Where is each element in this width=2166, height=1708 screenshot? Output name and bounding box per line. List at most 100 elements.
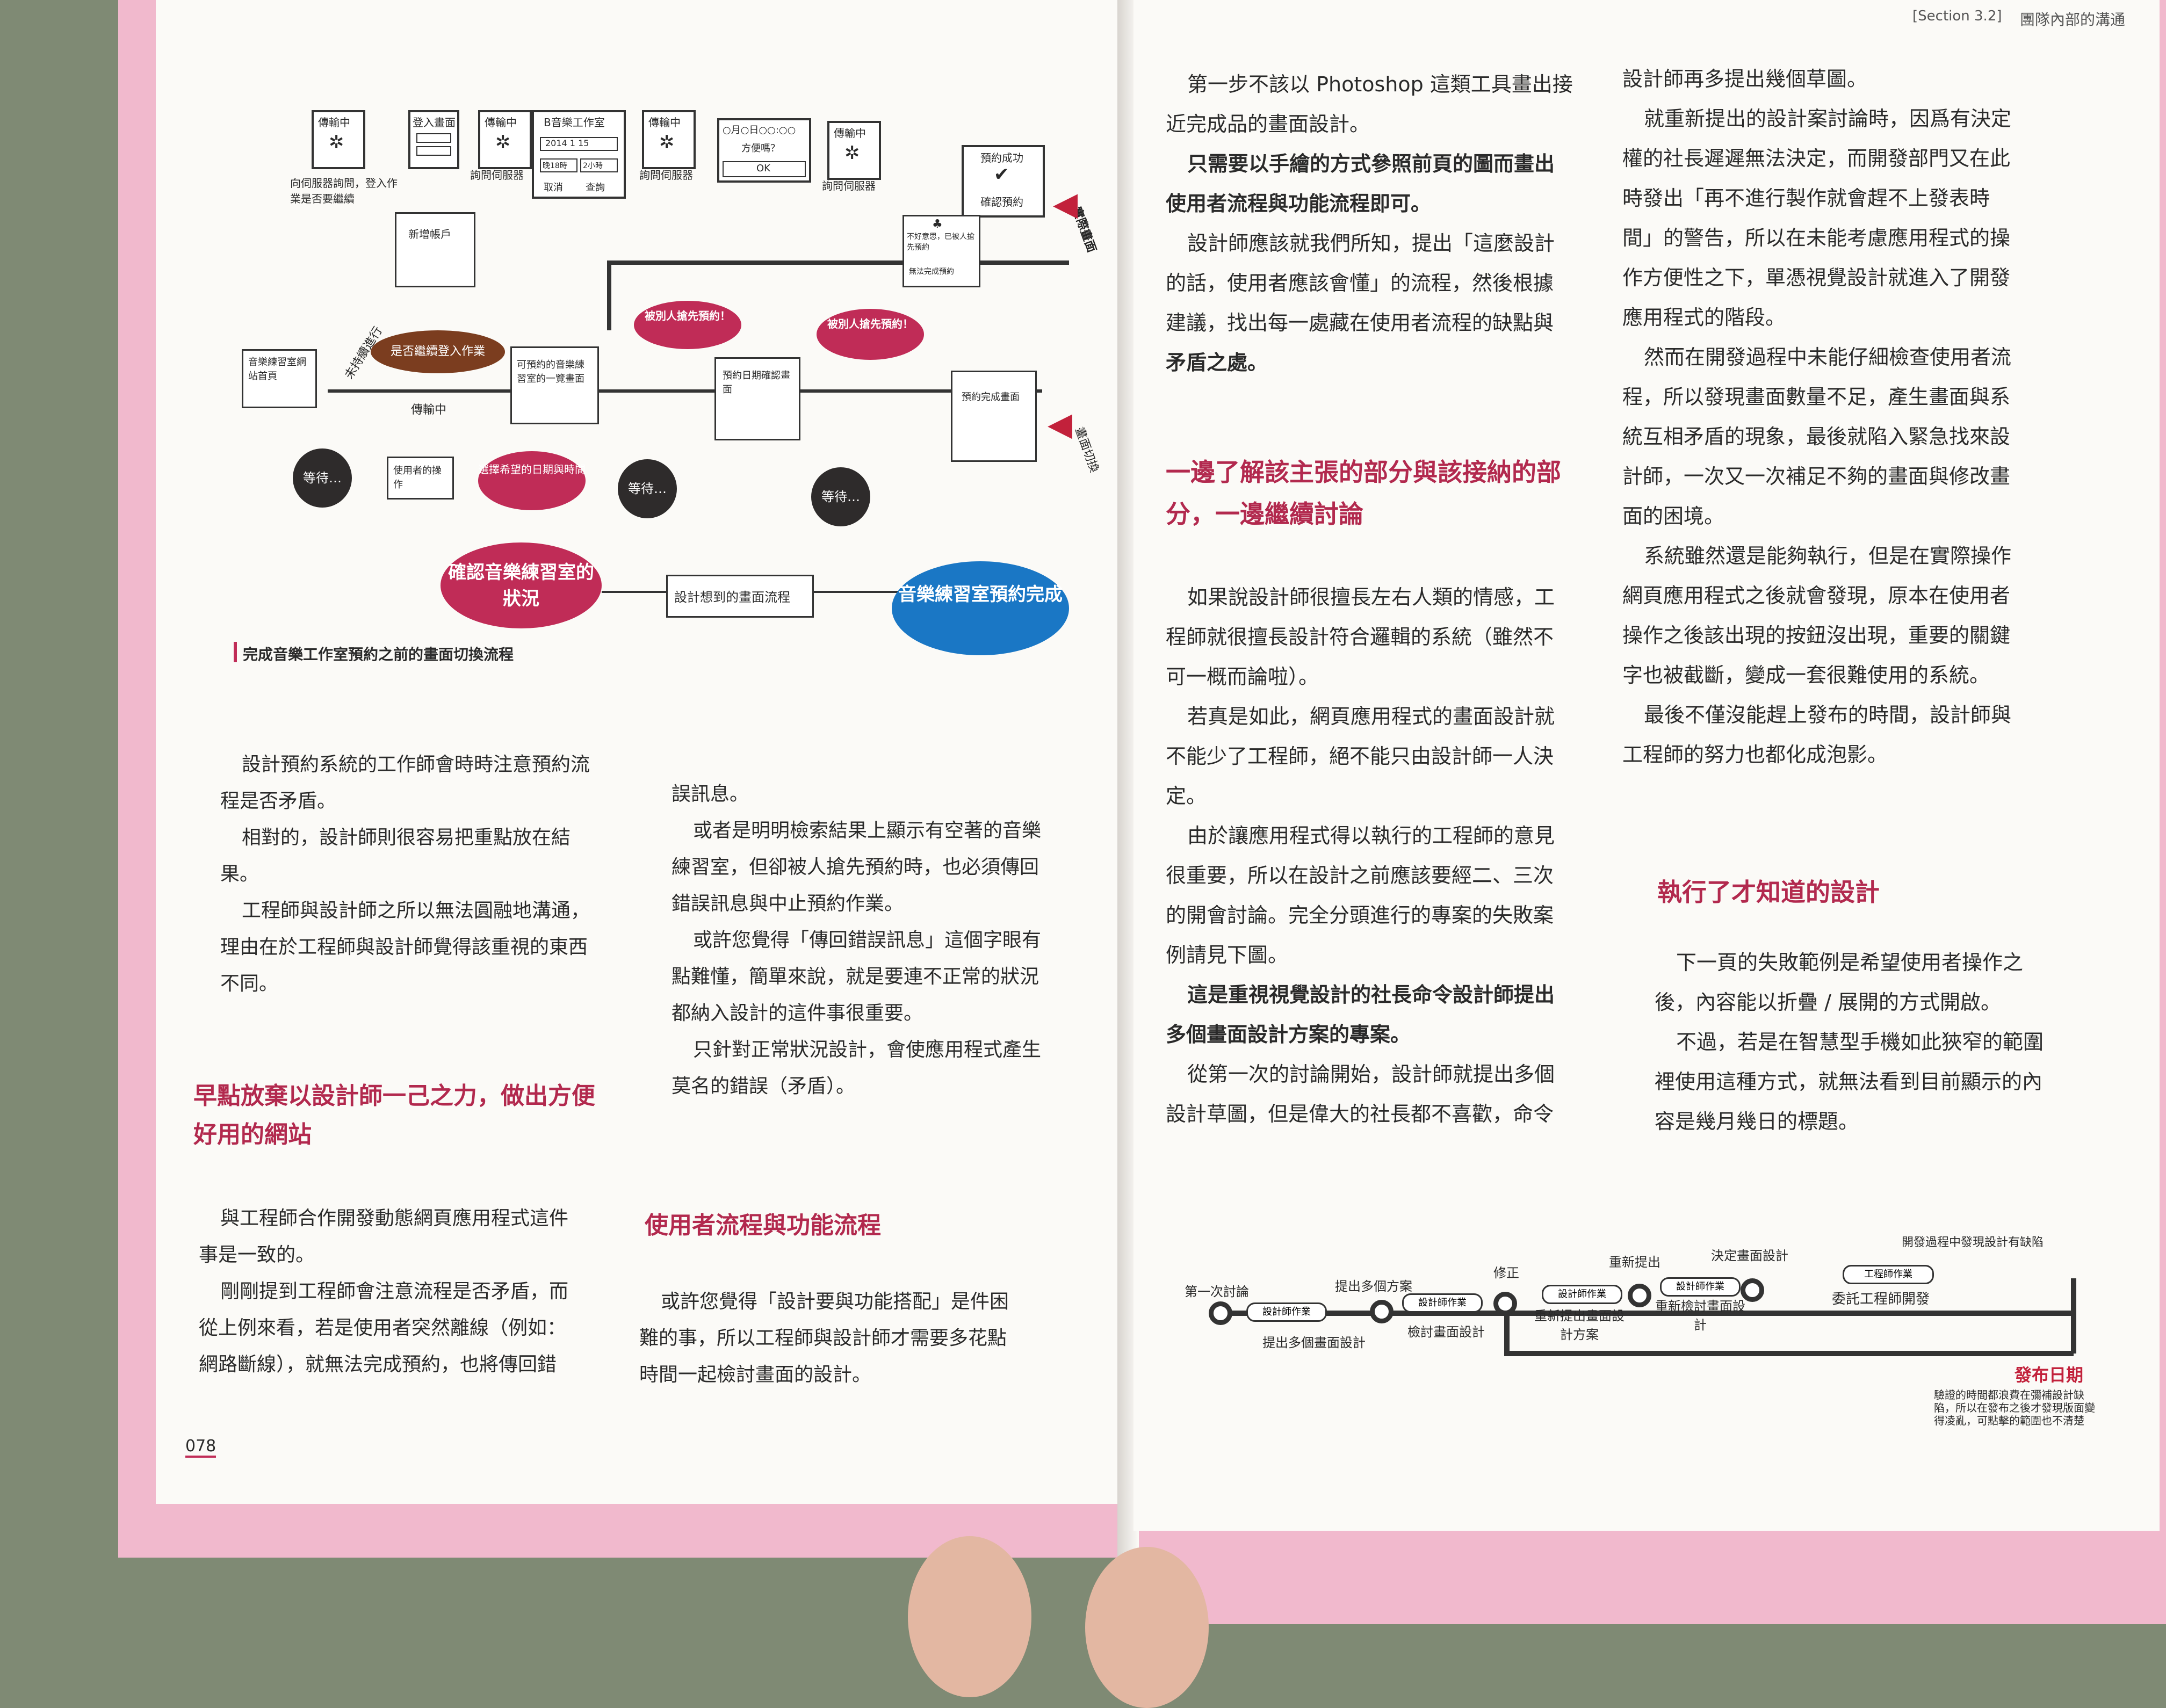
line: 從第一次的討論開始，設計師就提出多個 [1187,1062,1555,1086]
milestone-5 [1741,1278,1764,1302]
thumb [1085,1547,1209,1708]
timeline-return [2071,1278,2076,1354]
col2: 誤訊息。 或者是明明檢索結果上顯示有空著的音樂 練習室，但卻被人搶先預約時，也必… [672,776,1112,1105]
label: 傳輸中 [318,116,350,129]
label: 新增帳戶 [408,228,451,241]
tl-label: 重新提出 [1609,1255,1660,1270]
line: 早點放棄以設計師一己之力，做出方便 [193,1082,595,1110]
label: 傳輸中 [485,116,517,129]
line: 果。 [220,863,259,885]
line: 近完成品的畫面設計。 [1166,112,1370,136]
line: 從上例來看，若是使用者突然離線（例如： [199,1317,567,1339]
right-page: [Section 3.2] 團隊內部的溝通 第一步不該以 Photoshop 這… [1133,0,2160,1531]
ok-label: OK [756,163,770,174]
line: 建議，找出每一處藏在使用者流程的缺點與 [1166,311,1554,335]
booking-complete-bubble: 音樂練習室預約完成 [892,561,1069,655]
new-account-node [395,212,475,287]
line: 剛剛提到工程師會注意流程是否矛盾，而 [220,1280,569,1302]
line: 面的困境。 [1622,504,1725,528]
ok-button [723,161,806,177]
designer-work-chip: 設計師作業 [1542,1285,1622,1304]
screen-transmitting-3 [642,110,696,169]
line: 可一概而論啦）。 [1166,665,1319,689]
col4: 設計師再多提出幾個草圖。 就重新提出的設計案討論時，因爲有決定 權的社長遲遲無法… [1622,59,2117,775]
gear-icon: ✲ [329,132,344,153]
sorry-dialog [902,215,980,287]
line: 或許您覺得「設計要與功能搭配」是件困 [661,1291,1009,1313]
label: 登入畫面 [413,116,456,129]
designer-work-chip: 設計師作業 [1402,1293,1483,1313]
line: 很重要，所以在設計之前應該要經二、三次 [1166,864,1554,887]
label: 傳輸中 [648,116,681,129]
line: 不過，若是在智慧型手機如此狹窄的範圍 [1676,1030,2044,1054]
note: 詢問伺服器 [470,169,524,182]
label: 不好意思，已被人搶先預約 [907,233,974,252]
line: 矛盾之處。 [1166,351,1268,374]
wait-node-2: 等待… [618,459,677,518]
line: 只針對正常狀況設計，會使應用程式產生 [693,1039,1042,1061]
line: 錯誤訊息與中止預約作業。 [672,893,904,915]
taken-bubble-1: 被別人搶先預約！ [634,301,741,349]
label: 預約成功 [980,151,1023,164]
connector [607,260,1069,265]
dialog-question: 方便嗎？ [741,143,780,154]
line: 間」的警告，所以在未能考慮應用程式的操 [1622,226,2011,250]
line: 作方便性之下，單憑視覺設計就進入了開發 [1622,266,2011,290]
designer-flow-node [666,575,814,618]
line: 設計師再多提出幾個草圖。 [1622,67,1868,91]
caption-bar [234,642,237,662]
label: 可預約的音樂練習室的一覽畫面 [517,359,584,385]
arrow-icon: ◀ [1048,406,1073,443]
line: 下一頁的失敗範例是希望使用者操作之 [1676,951,2024,974]
line: 程，所以發現畫面數量不足，產生畫面與系 [1622,385,2011,409]
heading1: 早點放棄以設計師一己之力，做出方便 好用的網站 [193,1077,595,1154]
timeline-up [1504,1316,1510,1356]
line: 容是幾月幾日的標題。 [1655,1110,1859,1133]
label: 預約完成畫面 [962,392,1020,403]
connector [328,389,1042,393]
duration-select [580,158,618,172]
line: 好用的網站 [193,1121,312,1148]
line: 統互相矛盾的現象，最後就陷入緊急找來設 [1622,425,2011,448]
line: 若真是如此，網頁應用程式的畫面設計就 [1187,705,1555,728]
line: 練習室，但卻被人搶先預約時，也必須傳回 [672,856,1039,878]
continue-login-node: 是否繼續登入作業 [371,330,505,373]
label: 無法完成預約 [909,267,954,276]
note: 詢問伺服器 [639,169,693,182]
check-icon: ✔ [994,164,1009,185]
gear-icon: ✲ [495,132,511,153]
line: 或者是明明檢索結果上顯示有空著的音樂 [693,820,1042,842]
figure-caption: 完成音樂工作室預約之前的畫面切換流程 [243,646,514,663]
timeline-bottom [1504,1351,2074,1356]
login-field [416,146,451,156]
booking-success-screen [962,145,1045,218]
line: 設計預約系統的工作師會時時注意預約流 [242,754,590,776]
line: 點難懂，簡單來說，就是要連不正常的狀況 [672,966,1039,988]
label: 音樂練習室網站首頁 [248,357,306,382]
line: 都納入設計的這件事很重要。 [672,1002,923,1024]
col1b: 與工程師合作開發動態網頁應用程式這件 事是一致的。 剛剛提到工程師會注意流程是否… [199,1200,639,1383]
line: 應用程式的階段。 [1622,306,1786,329]
release-note: 驗證的時間都浪費在彌補設計缺陷，所以在發布之後才發現版面變得凌亂，可點擊的範圍也… [1934,1388,2095,1427]
note: 向伺服器詢問，登入作業是否要繼續 [290,177,398,205]
line: 難的事，所以工程師與設計師才需要多花點 [639,1327,1007,1349]
user-action-node [387,457,454,500]
dialog-datetime: ○月○日○○:○○ [723,125,796,136]
line: 程是否矛盾。 [220,790,337,812]
line: 後，內容能以折疊 / 展開的方式開啟。 [1655,990,2001,1014]
line: 設計草圖，但是偉大的社長都不喜歡，命令 [1166,1102,1554,1126]
line: 字也被截斷，變成一套很難使用的系統。 [1622,663,1990,687]
tl-label: 開發過程中發現設計有缺陷 [1902,1236,2044,1249]
gear-icon: ✲ [844,142,860,164]
cancel-label: 取消 [544,182,563,193]
line: 這是重視視覺設計的社長命令設計師提出 [1187,983,1555,1007]
line: 網路斷線），就無法完成預約，也將傳回錯 [199,1354,557,1376]
label: 傳輸中 [834,127,866,140]
time-select [540,158,577,172]
line: 時發出「再不進行製作就會趕不上發表時 [1622,186,1990,210]
screen-studio-b [532,110,626,199]
tl-label: 重新檢討畫面設計 [1655,1299,1745,1333]
screen-transmitting-4 [827,121,881,180]
line: 操作之後該出現的按鈕沒出現，重要的關鍵 [1622,624,2011,647]
tl-label: 提出多個畫面設計 [1262,1335,1366,1350]
